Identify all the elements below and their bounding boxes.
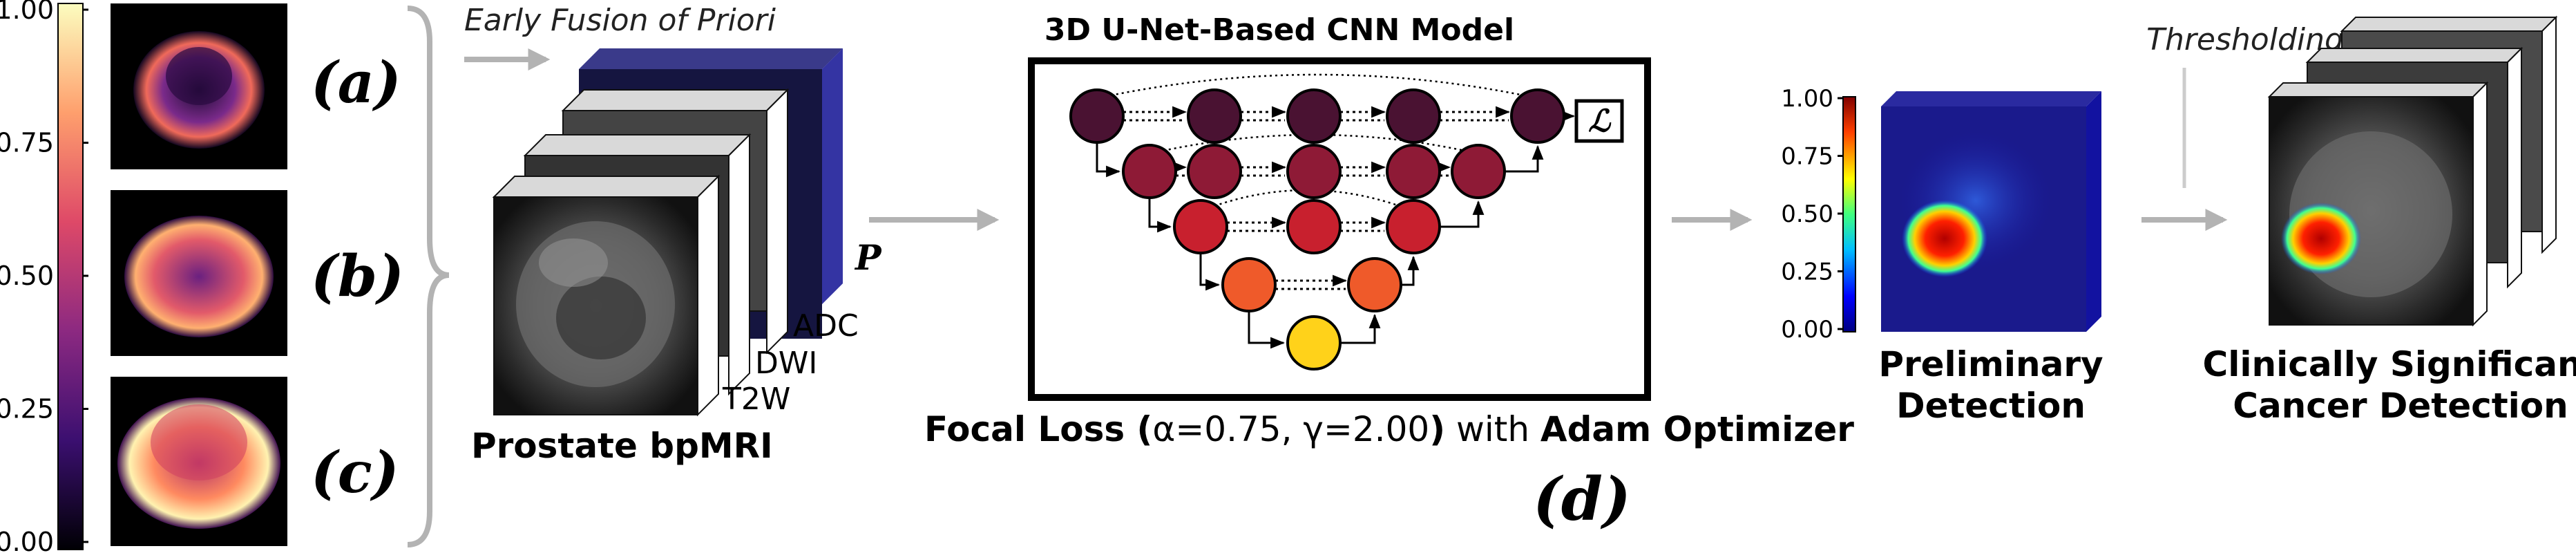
detection-tick-label: 0.25 (1781, 259, 1833, 286)
skip-arc (1163, 133, 1465, 152)
unet-node (1347, 257, 1402, 312)
prior-map-a (111, 3, 287, 169)
unet-node (1286, 199, 1342, 254)
unet-node (1187, 88, 1242, 144)
unet-node (1451, 144, 1506, 199)
unet-node (1221, 257, 1277, 312)
upsample-connection (1440, 200, 1485, 228)
unet-model: 3D U-Net-Based CNN Model ℒ Focal Loss (α… (924, 12, 1854, 534)
t2w-slice (492, 174, 721, 417)
unet-node (1187, 144, 1242, 199)
dwi-label: DWI (755, 346, 817, 381)
colorbar-tick-label: 1.00 (0, 0, 54, 25)
prior-label-a: (a) (311, 50, 401, 116)
preliminary-label-line2: Detection (1896, 386, 2086, 426)
thresholding-label: Thresholding (2146, 22, 2344, 57)
t2w-label: T2W (722, 382, 790, 417)
priors-brace (407, 6, 450, 547)
loss-caption: Focal Loss (α=0.75, γ=2.00) with Adam Op… (924, 409, 1854, 449)
model-title: 3D U-Net-Based CNN Model (1044, 12, 1514, 48)
detection-tick-label: 0.75 (1781, 143, 1833, 171)
unet-node (1286, 315, 1342, 371)
loss-box: ℒ (1574, 99, 1624, 143)
detection-tick-label: 1.00 (1781, 85, 1833, 113)
prior-label-b: (b) (311, 243, 404, 310)
unet-node (1173, 199, 1228, 254)
p-channel-label: P (854, 237, 882, 278)
unet-node (1286, 88, 1342, 144)
unet-nodes (1069, 88, 1565, 371)
unet-node (1386, 144, 1441, 199)
output-label-line1: Clinically Significant (2203, 344, 2576, 384)
output-slice-front (2267, 81, 2489, 327)
downsample-connection (1248, 311, 1286, 349)
detection-volume (1881, 91, 2101, 332)
unet-node (1510, 88, 1565, 144)
jet-colorbar (1842, 96, 1856, 332)
upsample-connection (1505, 144, 1544, 173)
colorbar-tick-label: 0.00 (0, 527, 54, 553)
prior-label-c: (c) (311, 440, 399, 506)
prior-map-b (111, 190, 287, 356)
colorbar-tick-label: 0.75 (0, 128, 54, 158)
preliminary-label-line1: Preliminary (1878, 344, 2103, 384)
adc-label: ADC (793, 308, 859, 344)
panel-label-d: (d) (1533, 465, 1631, 534)
focal-loss-text: Focal Loss ( (924, 409, 1152, 449)
prostate-bpmri-label: Prostate bpMRI (471, 426, 773, 466)
bpmri-stack: P ADC DWI T2W Prostate bpMRI (471, 48, 882, 466)
optimizer-text: Adam Optimizer (1540, 409, 1854, 449)
colorbar-tick-label: 0.50 (0, 261, 54, 291)
loss-symbol: ℒ (1588, 104, 1612, 139)
prior-map-c (111, 377, 287, 546)
prior-colorbar: 1.00 0.75 0.50 0.25 0.00 (0, 0, 88, 553)
downsample-connection (1096, 142, 1121, 178)
unet-connections (1096, 73, 1576, 349)
focal-close-text: ) (1429, 409, 1445, 449)
focal-params-text: α=0.75, γ=2.00 (1152, 409, 1429, 449)
unet-node (1122, 144, 1177, 199)
early-fusion-label: Early Fusion of Priori (464, 3, 776, 38)
downsample-connection (1199, 253, 1221, 291)
unet-node (1069, 88, 1125, 144)
preliminary-detection: 1.00 0.75 0.50 0.25 0.00 Preliminary Detecti… (1781, 85, 2103, 426)
unet-node (1286, 144, 1342, 199)
magma-gradient-bar (57, 3, 84, 550)
detection-tick-label: 0.50 (1781, 200, 1833, 228)
upsample-connection (1340, 313, 1381, 344)
prior-maps: (a) (b) (c) (111, 3, 404, 546)
upsample-connection (1401, 255, 1420, 286)
output-label-line2: Cancer Detection (2233, 386, 2568, 426)
unet-node (1386, 88, 1441, 144)
with-text: with (1445, 409, 1540, 449)
unet-node (1386, 199, 1441, 254)
colorbar-tick-label: 0.25 (0, 394, 54, 424)
detection-tick-label: 0.00 (1781, 316, 1833, 344)
output-stack: Clinically Significant Cancer Detection (2203, 15, 2576, 426)
downsample-connection (1148, 198, 1172, 233)
